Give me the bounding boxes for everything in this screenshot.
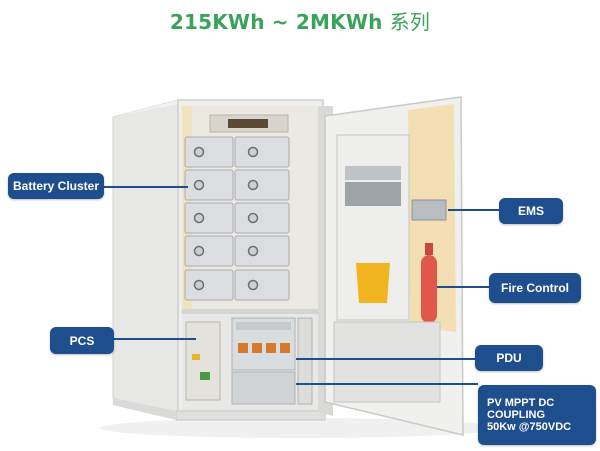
pdu-connector (266, 343, 276, 353)
pdu-label: PDU (475, 345, 543, 371)
battery-module (234, 235, 290, 267)
battery-module (184, 136, 234, 168)
page-title-main: 215KWh ~ 2MKWh (169, 10, 390, 34)
pdu-breakers (236, 322, 291, 330)
cabinet-base-side (113, 398, 176, 420)
pdu-connector (238, 343, 248, 353)
battery-module (234, 202, 290, 234)
pcs-label: PCS (50, 327, 114, 354)
fire-extinguisher (421, 255, 437, 323)
battery-module (234, 136, 290, 168)
pdu-connector (280, 343, 290, 353)
pv-mppt-label: PV MPPT DC COUPLING 50Kw @750VDC (478, 385, 596, 445)
battery-module (234, 269, 290, 301)
fire-extinguisher-valve (425, 243, 433, 255)
floor-shadow (100, 418, 500, 438)
ems-label: EMS (499, 198, 563, 224)
pcs-terminal (192, 354, 200, 360)
top-vent-slot (228, 119, 268, 128)
battery-module (184, 235, 234, 267)
cabinet-top (113, 100, 323, 117)
ac-vent-lower (345, 182, 401, 206)
battery-module (234, 169, 290, 201)
page-title-suffix: 系列 (389, 10, 431, 34)
cable-duct (297, 317, 313, 405)
warning-sign (356, 263, 390, 303)
shelf-divider (182, 309, 319, 314)
battery-modules (184, 136, 290, 301)
fire-control-label: Fire Control (489, 273, 581, 303)
battery-module (184, 169, 234, 201)
pv-mppt-label-line1: PV MPPT DC (487, 397, 555, 409)
pcs-unit (185, 321, 221, 401)
pv-mppt-label-line2: COUPLING (487, 409, 546, 421)
pv-mppt-label-line3: 50Kw @750VDC (487, 421, 572, 433)
battery-cluster-label: Battery Cluster (8, 173, 104, 199)
ems-screen (411, 199, 447, 221)
page-title: 215KWh ~ 2MKWh 系列 (0, 6, 600, 35)
pv-mppt-unit (231, 371, 296, 405)
cabinet-base (175, 410, 326, 421)
ac-vent-upper (345, 166, 401, 180)
cabinet-side-panel (112, 99, 179, 419)
pdu-connector (252, 343, 262, 353)
door-lower-vent (333, 321, 441, 403)
callout-lines (104, 186, 499, 385)
battery-module (184, 269, 234, 301)
pcs-terminal (200, 372, 210, 380)
battery-module (184, 202, 234, 234)
